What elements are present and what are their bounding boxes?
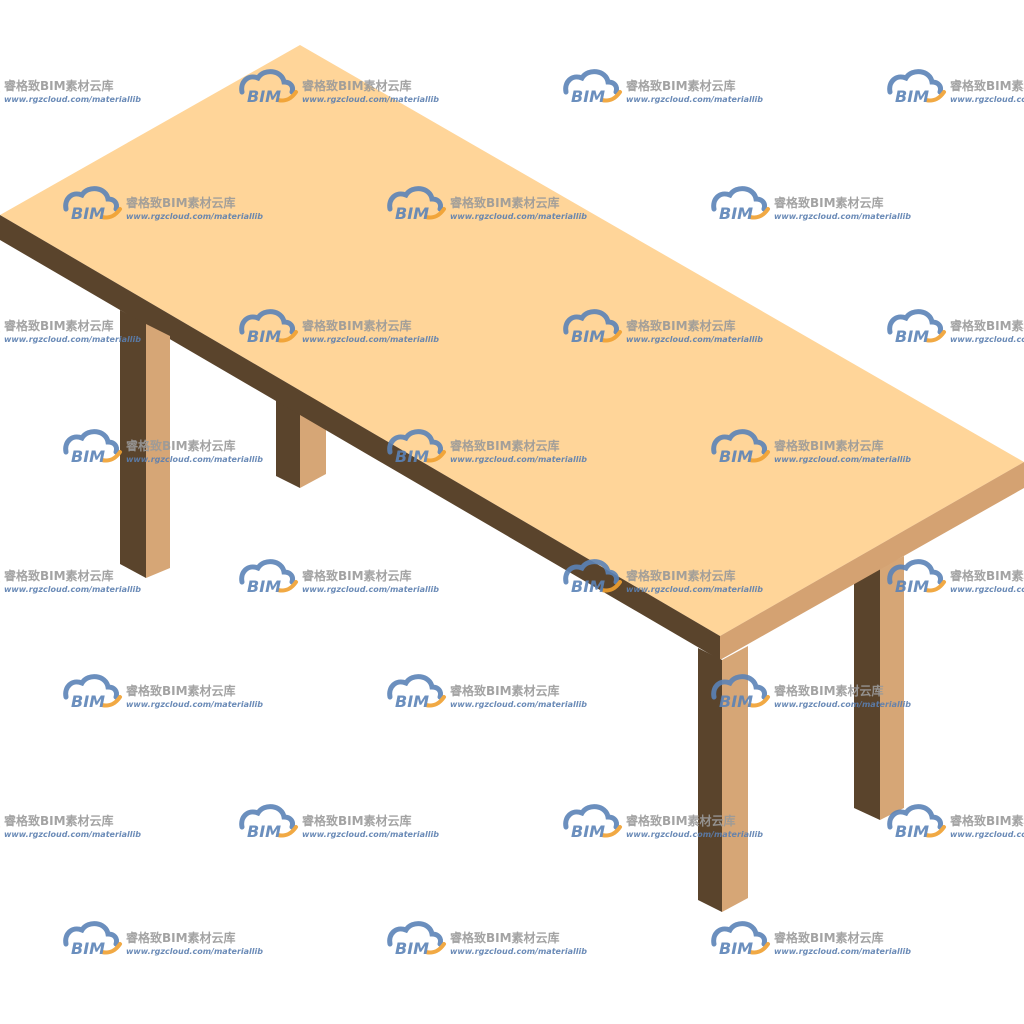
leg-shadow-face xyxy=(120,310,146,578)
tabletop-right-edge xyxy=(720,462,1024,660)
leg-shadow-face xyxy=(854,568,880,820)
leg-light-face xyxy=(880,556,904,820)
leg-shadow-face xyxy=(276,388,300,488)
leg-light-face xyxy=(722,646,748,912)
tabletop-front-edge xyxy=(0,215,720,660)
leg-light-face xyxy=(146,324,170,578)
leg-shadow-face xyxy=(698,648,722,912)
table-leg-front-right xyxy=(698,646,748,912)
table-leg-back-right xyxy=(854,556,904,820)
table-leg-front-left xyxy=(120,310,170,578)
tabletop-surface xyxy=(0,45,1024,636)
